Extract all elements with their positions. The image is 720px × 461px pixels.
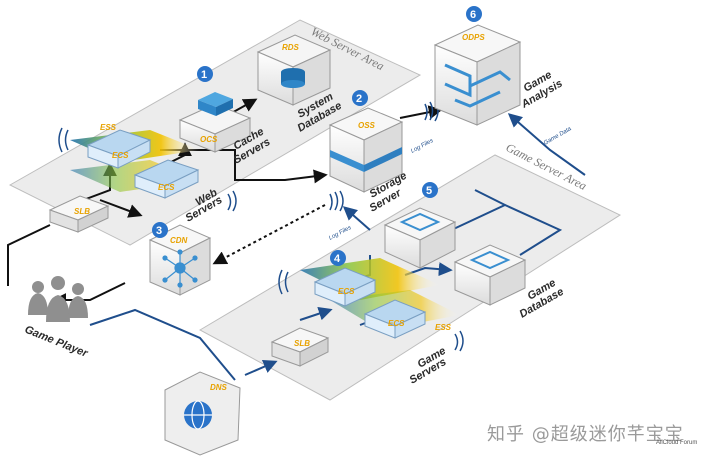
- slb-game: SLB: [270, 327, 330, 367]
- storage-server-oss: OSS: [328, 107, 404, 193]
- game-database-stack-1: [383, 207, 457, 269]
- game-player-icon: [28, 276, 88, 322]
- ecs-web-server-2: [133, 159, 200, 199]
- svg-text:1: 1: [201, 69, 207, 81]
- watermark: 知乎 @超级迷你芊宝宝: [487, 424, 684, 445]
- dns: DNS: [164, 371, 241, 456]
- game-ecs-group: ECS ECS ESS: [300, 258, 460, 339]
- svg-text:5: 5: [426, 185, 432, 197]
- ecs-web-server-1: [86, 129, 152, 169]
- ecs-web-label-2: ECS: [158, 183, 175, 192]
- badge-5: 5: [422, 182, 438, 198]
- ecs-web-label-1: ECS: [112, 151, 129, 160]
- oss-label: OSS: [358, 121, 376, 130]
- badge-1: 1: [197, 66, 213, 82]
- cdn-fetch-dotted-line: [212, 204, 326, 265]
- signal-arcs: [58, 100, 464, 352]
- cdn: CDN: [148, 224, 212, 296]
- game-data-label: Game Data: [543, 126, 573, 147]
- ess-game-label: ESS: [435, 323, 452, 332]
- game-analysis-odps: ODPS: [433, 24, 522, 126]
- svg-text:3: 3: [156, 225, 162, 237]
- web-ecs-group: ESS ECS ECS: [70, 123, 200, 199]
- system-database-rds: RDS: [256, 34, 332, 106]
- svg-text:2: 2: [356, 93, 362, 105]
- svg-text:4: 4: [334, 253, 341, 265]
- credit-text: AliCloud Forum: [656, 440, 698, 446]
- log-files-label-top: Log Files: [410, 138, 434, 155]
- label-game-player: Game Player: [23, 324, 90, 360]
- badge-6: 6: [466, 6, 482, 22]
- cdn-label: CDN: [170, 236, 188, 245]
- slb-game-label: SLB: [294, 339, 310, 348]
- label-game-servers: Game Servers: [408, 345, 449, 387]
- ocs-label: OCS: [200, 135, 218, 144]
- svg-text:6: 6: [470, 9, 476, 21]
- badge-4: 4: [330, 250, 346, 266]
- badge-3: 3: [152, 222, 168, 238]
- ecs-game-server-2: [363, 299, 427, 339]
- odps-label: ODPS: [462, 33, 485, 42]
- ess-web-label: ESS: [100, 123, 117, 132]
- log-files-label-mid: Log Files: [328, 225, 352, 242]
- slb-web: SLB: [48, 195, 110, 233]
- rds-label: RDS: [282, 43, 300, 52]
- dns-label: DNS: [210, 383, 228, 392]
- ecs-game-label-1: ECS: [338, 287, 355, 296]
- slb-web-label: SLB: [74, 207, 90, 216]
- ecs-game-label-2: ECS: [388, 319, 405, 328]
- cache-servers-ocs: OCS: [178, 92, 252, 153]
- label-game-analysis: Game Analysis: [519, 69, 565, 111]
- ecs-game-server-1: [313, 267, 377, 307]
- game-database-stack-2: [453, 244, 527, 306]
- badge-2: 2: [352, 90, 368, 106]
